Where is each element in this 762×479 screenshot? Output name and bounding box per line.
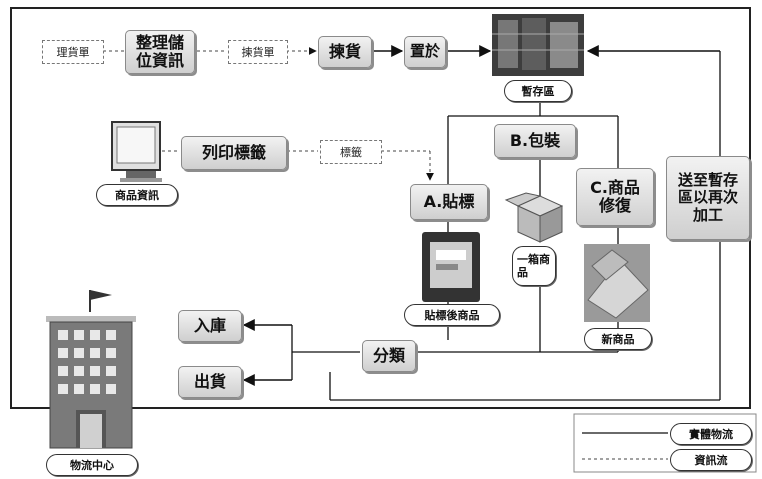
repair-step: C.商品修復 [576, 168, 654, 226]
packing-step: B.包裝 [494, 124, 576, 158]
product-info-caption: 商品資訊 [96, 184, 178, 206]
legend-information-flow: 資訊流 [670, 449, 752, 471]
label-doc: 標籤 [320, 140, 382, 164]
cardboard-box-icon [506, 193, 562, 242]
shipping-step: 出貨 [178, 366, 242, 398]
labeling-step: A.貼標 [410, 184, 488, 220]
return-to-staging-step: 送至暫存區以再次加工 [666, 156, 750, 240]
picking-list-doc: 理貨單 [42, 40, 104, 64]
labeled-product-caption: 貼標後商品 [404, 304, 500, 326]
computer-monitor-icon [112, 122, 162, 182]
picking-slip-doc: 揀貨單 [228, 40, 288, 64]
staging-area-image [492, 14, 584, 76]
picking-step: 揀貨 [318, 36, 372, 68]
new-product-caption: 新商品 [584, 328, 652, 350]
organize-storage-info-step: 整理儲位資訊 [125, 30, 195, 74]
place-step: 置於 [404, 36, 446, 68]
warehousing-step: 入庫 [178, 310, 242, 342]
sorting-step: 分類 [362, 340, 416, 372]
logistics-center-building [46, 290, 136, 448]
print-label-step: 列印標籤 [181, 136, 287, 170]
legend-physical-flow: 實體物流 [670, 423, 752, 445]
logistics-center-caption: 物流中心 [46, 454, 138, 476]
staging-area-caption: 暫存區 [504, 80, 572, 102]
boxed-product-caption: 一箱商品 [512, 246, 556, 286]
labeled-product-image [422, 232, 480, 302]
new-product-image [584, 244, 650, 322]
